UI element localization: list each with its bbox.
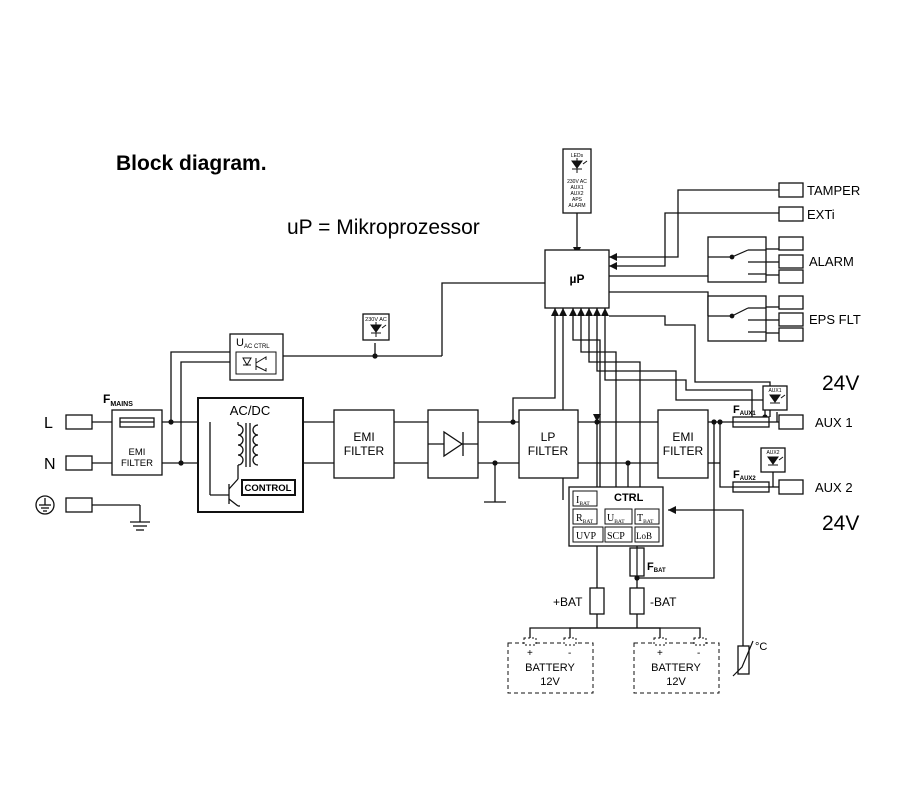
battery-2-plus-post	[653, 637, 667, 646]
microprocessor-label: µP	[570, 272, 585, 286]
battery-1-plus-post	[523, 637, 537, 646]
battery-1-plus: +	[527, 648, 533, 659]
alarm-terminal	[778, 269, 804, 284]
mains-fuse-label: FMAINS	[103, 392, 133, 408]
aux1-led-block	[762, 385, 788, 411]
temperature-sensor-label: °C	[755, 641, 767, 653]
battery-1	[507, 642, 594, 694]
battery-2-minus-post	[693, 637, 707, 646]
led-panel-item: 230V AC	[567, 179, 587, 185]
aux1-terminal	[778, 414, 804, 430]
led-panel-item: AUX2	[570, 191, 583, 197]
eps-terminal	[778, 312, 804, 327]
alarm-terminal	[778, 236, 804, 251]
ctrl-cell-ubat: UBAT	[607, 513, 625, 525]
microprocessor-block	[544, 249, 610, 309]
bat-minus-label: -BAT	[650, 595, 677, 609]
led-panel-title: LEDs	[571, 153, 584, 159]
acdc-title: AC/DC	[230, 403, 270, 418]
relay-contact-icon	[708, 307, 766, 333]
led-icon	[370, 322, 387, 337]
input-emi-label-2: FILTER	[121, 458, 153, 469]
emi-mid-label-2: FILTER	[344, 444, 385, 458]
neutral-terminal	[65, 455, 93, 471]
battery-2-voltage: 12V	[666, 676, 686, 688]
ctrl-cell-ibat: IBAT	[576, 495, 590, 507]
alarm-terminal	[778, 254, 804, 269]
uac-ctrl-label: UAC CTRL	[236, 337, 270, 350]
thermistor-icon	[737, 645, 750, 675]
battery-1-minus: -	[568, 648, 571, 659]
eps-terminal	[778, 327, 804, 342]
relay-contact-icon	[708, 249, 766, 275]
battery-2-label: BATTERY	[651, 662, 701, 674]
line-terminal	[65, 414, 93, 430]
ctrl-cell-lob: LoB	[636, 531, 652, 541]
emi-out-label-1: EMI	[672, 430, 693, 444]
emi-filter-mid	[333, 409, 395, 479]
aux1-voltage: 24V	[822, 372, 860, 395]
exti-terminal	[778, 206, 804, 222]
ctrl-cells: IBAT RBAT UBAT TBAT UVP SCP LoB	[572, 490, 660, 543]
tamper-label: TAMPER	[807, 183, 860, 198]
aux2-voltage: 24V	[822, 512, 860, 535]
ctrl-cell-scp: SCP	[607, 531, 625, 542]
micro-note: uP = Mikroprozessor	[287, 216, 480, 239]
tamper-terminal	[778, 182, 804, 198]
aux2-led-label: AUX2	[766, 450, 779, 456]
emi-mid-label-1: EMI	[353, 430, 374, 444]
control-block	[241, 479, 296, 496]
ctrl-cell-rbat: RBAT	[576, 513, 594, 525]
eps-flt-label: EPS FLT	[809, 312, 861, 327]
led-icon	[767, 456, 784, 466]
battery-1-voltage: 12V	[540, 676, 560, 688]
input-emi-label-1: EMI	[129, 447, 146, 458]
led-icon	[769, 394, 786, 404]
lp-label-1: LP	[541, 430, 556, 444]
alarm-label: ALARM	[809, 254, 854, 269]
line-input-label: L	[44, 415, 53, 432]
ctrl-cell-tbat: TBAT	[637, 513, 654, 525]
ctrl-title: CTRL	[614, 492, 644, 504]
transformer-icon	[237, 422, 259, 479]
lp-label-2: FILTER	[528, 444, 569, 458]
alarm-relay	[707, 236, 767, 283]
emi-out-label-2: FILTER	[663, 444, 704, 458]
neutral-input-label: N	[44, 456, 56, 473]
battery-2-plus: +	[657, 648, 663, 659]
eps-terminal	[778, 295, 804, 310]
battery-fuse-label: FBAT	[647, 561, 666, 574]
aux1-label: AUX 1	[815, 415, 853, 430]
earth-terminal	[65, 497, 93, 513]
exti-label: EXTi	[807, 207, 835, 222]
aux2-fuse-label: FAUX2	[733, 469, 756, 482]
lp-filter	[518, 409, 579, 479]
earth-icon	[35, 495, 55, 515]
aux1-fuse-label: FAUX1	[733, 404, 756, 417]
eps-flt-relay	[707, 295, 767, 342]
transistor-icon	[209, 422, 240, 507]
battery-2	[633, 642, 720, 694]
led-panel-item: AUX1	[570, 185, 583, 191]
led-panel-item: ALARM	[568, 203, 585, 209]
control-label: CONTROL	[245, 483, 292, 494]
aux2-label: AUX 2	[815, 480, 853, 495]
bat-minus-terminal	[629, 587, 645, 615]
page-title: Block diagram.	[116, 152, 267, 175]
battery-2-minus: -	[697, 648, 700, 659]
led-230v-label: 230V AC	[365, 317, 387, 323]
emi-filter-out	[657, 409, 709, 479]
led-panel-icon	[571, 158, 588, 173]
aux1-led-label: AUX1	[768, 388, 781, 394]
diode-icon	[428, 430, 478, 458]
battery-1-minus-post	[563, 637, 577, 646]
aux2-terminal	[778, 479, 804, 495]
bat-plus-label: +BAT	[553, 595, 583, 609]
led-panel-item: APS	[572, 197, 583, 203]
battery-1-label: BATTERY	[525, 662, 575, 674]
bat-plus-terminal	[589, 587, 605, 615]
ctrl-cell-uvp: UVP	[576, 531, 596, 542]
